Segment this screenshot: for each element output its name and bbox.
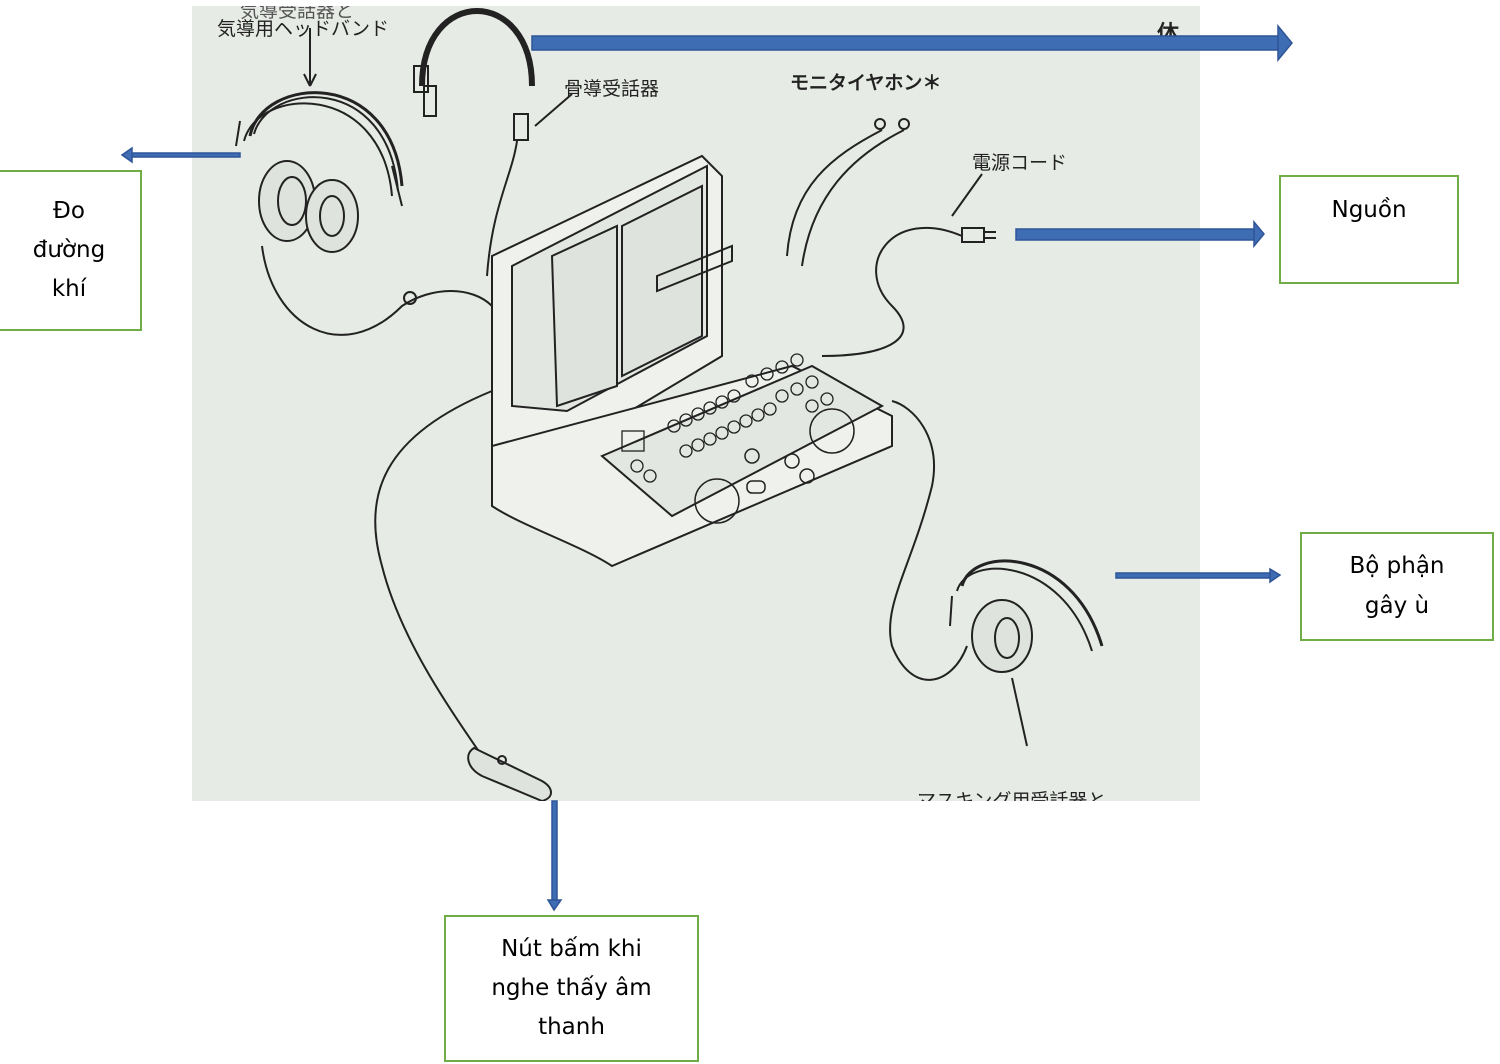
label-response-button: Nút bấm khi nghe thấy âm thanh [444, 915, 699, 1062]
label-masking: Bộ phận gây ù [1300, 532, 1494, 641]
label-air-conduction: Đo đường khí [0, 170, 142, 331]
arrow-masking [1116, 569, 1280, 582]
arrow-power [1016, 222, 1264, 246]
arrow-top [532, 26, 1292, 60]
label-response-button-text: Nút bấm khi nghe thấy âm thanh [491, 930, 651, 1047]
label-power-text: Nguồn [1331, 191, 1406, 230]
label-power: Nguồn [1279, 175, 1459, 284]
arrow-left [122, 148, 240, 162]
arrow-button [548, 801, 561, 910]
label-masking-text: Bộ phận gây ù [1349, 547, 1444, 625]
label-air-conduction-text: Đo đường khí [33, 192, 105, 309]
